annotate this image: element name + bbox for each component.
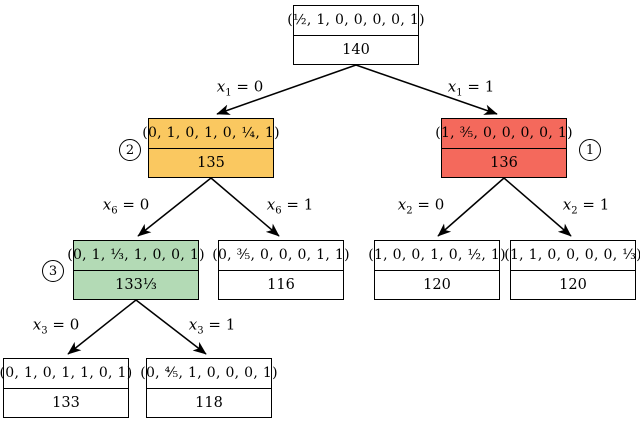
edge-label-subscript: 1 — [456, 87, 463, 99]
node-solution-tuple: (0, 1, 0, 1, 1, 0, 1) — [0, 359, 132, 389]
edge-label-equation: = 1 — [577, 195, 610, 214]
edge-label-subscript: 3 — [197, 325, 204, 337]
edge-label-subscript: 2 — [571, 205, 578, 217]
node-objective-value: 133⅓ — [115, 276, 157, 293]
tree-node-120-right: (1, 1, 0, 0, 0, 0, ⅓) 120 — [504, 240, 640, 300]
tree-node-3-green: (0, 1, ⅓, 1, 0, 0, 1) 133⅓ — [67, 240, 205, 300]
tree-node-120-left: (1, 0, 0, 1, 0, ½, 1) 120 — [368, 240, 506, 300]
edge-n3-to-n118 — [135, 299, 207, 355]
node-objective-value: 140 — [342, 41, 370, 58]
edge-n2-to-n116 — [210, 177, 280, 237]
edge-label-equation: = 1 — [281, 195, 314, 214]
edge-label-variable: x — [397, 195, 407, 214]
edge-label-variable: x — [188, 315, 198, 334]
node-solution-tuple: (0, ⅘, 1, 0, 0, 0, 1) — [140, 359, 278, 389]
edge-label-subscript: 3 — [41, 325, 48, 337]
edge-label-subscript: 6 — [111, 205, 118, 217]
node-objective-value: 116 — [267, 276, 295, 293]
node-objective-value: 120 — [559, 276, 587, 293]
edge-n3-to-n133 — [67, 299, 137, 355]
tree-node-1-red: (1, ⅗, 0, 0, 0, 0, 1) 136 — [435, 118, 573, 178]
edge-n1-to-n120b — [503, 177, 572, 237]
edge-label-variable: x — [32, 315, 42, 334]
node-objective-value: 118 — [195, 394, 223, 411]
node-objective-value: 133 — [52, 394, 80, 411]
edge-n2-to-n3 — [137, 177, 212, 237]
edge-label-variable: x — [562, 195, 572, 214]
edge-label-subscript: 1 — [225, 87, 232, 99]
tree-node-118: (0, ⅘, 1, 0, 0, 0, 1) 118 — [140, 358, 278, 418]
edge-label-x3-1: x3 = 1 — [189, 316, 236, 337]
edge-label-x2-1: x2 = 1 — [563, 196, 610, 217]
edge-label-variable: x — [216, 77, 226, 96]
edge-label-equation: = 0 — [47, 315, 80, 334]
edge-label-equation: = 0 — [117, 195, 150, 214]
order-badge-3: 3 — [42, 260, 64, 282]
node-solution-tuple: (1, 1, 0, 0, 0, 0, ⅓) — [504, 241, 640, 271]
edge-label-subscript: 6 — [275, 205, 282, 217]
node-solution-tuple: (1, ⅗, 0, 0, 0, 0, 1) — [435, 119, 573, 149]
edge-root-to-n2 — [216, 64, 357, 115]
edge-label-x2-0: x2 = 0 — [398, 196, 445, 217]
node-solution-tuple: (1, 0, 0, 1, 0, ½, 1) — [368, 241, 506, 271]
node-objective-value: 120 — [423, 276, 451, 293]
edge-n1-to-n120a — [437, 177, 505, 237]
tree-node-root: (½, 1, 0, 0, 0, 0, 1) 140 — [287, 5, 425, 65]
edge-label-equation: = 1 — [203, 315, 236, 334]
edge-label-equation: = 1 — [462, 77, 495, 96]
node-solution-tuple: (½, 1, 0, 0, 0, 0, 1) — [287, 6, 425, 36]
node-objective-value: 135 — [197, 154, 225, 171]
node-objective-value: 136 — [490, 154, 518, 171]
edge-label-x6-0: x6 = 0 — [103, 196, 150, 217]
edge-label-x6-1: x6 = 1 — [267, 196, 314, 217]
edge-label-equation: = 0 — [231, 77, 264, 96]
tree-node-133: (0, 1, 0, 1, 1, 0, 1) 133 — [0, 358, 132, 418]
edge-label-x1-0: x1 = 0 — [217, 78, 264, 99]
edge-label-variable: x — [447, 77, 457, 96]
edge-label-subscript: 2 — [406, 205, 413, 217]
edge-label-variable: x — [102, 195, 112, 214]
node-solution-tuple: (0, 1, 0, 1, 0, ¼, 1) — [142, 119, 280, 149]
edge-label-x1-1: x1 = 1 — [448, 78, 495, 99]
order-badge-1: 1 — [579, 139, 601, 161]
tree-node-116: (0, ⅗, 0, 0, 0, 1, 1) 116 — [212, 240, 350, 300]
edge-label-equation: = 0 — [412, 195, 445, 214]
edge-label-x3-0: x3 = 0 — [33, 316, 80, 337]
node-solution-tuple: (0, 1, ⅓, 1, 0, 0, 1) — [67, 241, 205, 271]
edge-label-variable: x — [266, 195, 276, 214]
node-solution-tuple: (0, ⅗, 0, 0, 0, 1, 1) — [212, 241, 350, 271]
edge-root-to-n1 — [355, 64, 498, 115]
order-badge-2: 2 — [119, 139, 141, 161]
tree-node-2-gold: (0, 1, 0, 1, 0, ¼, 1) 135 — [142, 118, 280, 178]
